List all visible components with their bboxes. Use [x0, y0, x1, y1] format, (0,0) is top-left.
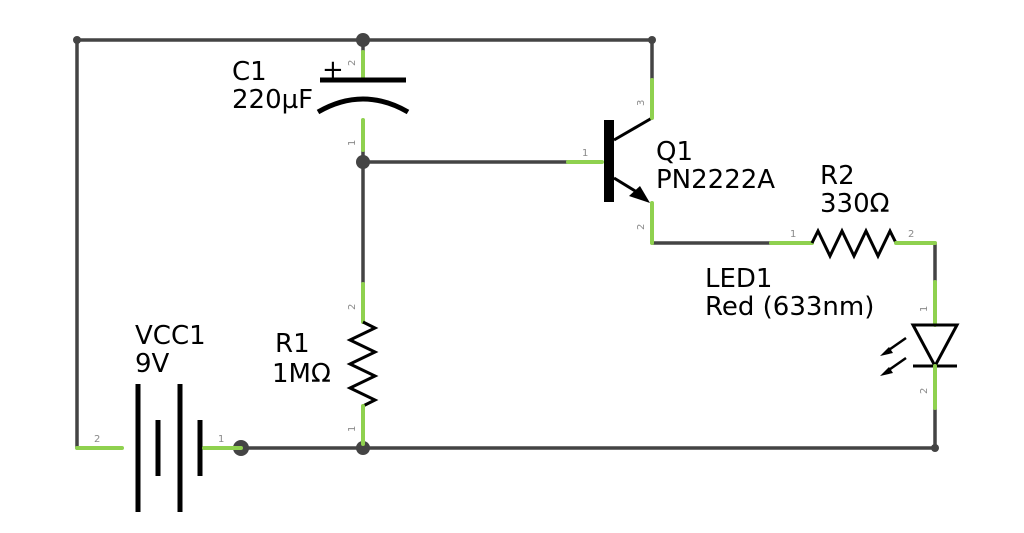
capacitor-c1[interactable]: + 2 1 C1 220µF	[232, 50, 410, 152]
c1-pin-1-number: 1	[347, 140, 358, 146]
r1-name-label: R1	[275, 329, 310, 359]
node-bottom-right	[931, 444, 939, 452]
q1-emitter-pin-number: 2	[636, 224, 647, 230]
q1-value-label: PN2222A	[656, 165, 775, 195]
c1-value-label: 220µF	[232, 85, 313, 115]
transistor-q1[interactable]: 1 3 2 Q1 PN2222A	[566, 78, 775, 245]
node-r1-bottom	[356, 441, 370, 455]
q1-base-pin-number: 1	[582, 148, 588, 159]
led1-light-arrows-icon	[880, 336, 907, 376]
c1-plate-negative	[316, 96, 410, 115]
q1-emitter-arrow	[629, 186, 650, 203]
vcc1-name-label: VCC1	[135, 321, 206, 351]
vcc1-value-label: 9V	[135, 349, 170, 379]
resistor-r2[interactable]: 1 2 R2 330Ω	[769, 161, 937, 260]
resistor-r1[interactable]: 2 1 R1 1MΩ	[272, 282, 379, 446]
battery-vcc1[interactable]: 2 1 VCC1 9V	[75, 321, 243, 512]
r2-zigzag	[810, 227, 898, 260]
q1-name-label: Q1	[656, 137, 693, 167]
junction-nodes	[73, 33, 939, 456]
led1-value-label: Red (633nm)	[705, 292, 874, 322]
r1-value-label: 1MΩ	[272, 359, 331, 389]
q1-collector-leg	[613, 116, 653, 142]
led1-pin-1-number: 1	[919, 306, 930, 312]
r2-value-label: 330Ω	[820, 189, 890, 219]
vcc1-pin-2-number: 2	[94, 434, 100, 445]
r1-pin-1-number: 1	[347, 426, 358, 432]
led1-pin-2-number: 2	[919, 388, 930, 394]
r1-zigzag	[346, 320, 379, 408]
node-top-right	[648, 36, 656, 44]
r2-pin-1-number: 1	[790, 229, 796, 240]
led-led1[interactable]: 1 2 LED1 Red (633nm)	[705, 264, 960, 410]
r1-pin-2-number: 2	[347, 304, 358, 310]
led1-name-label: LED1	[705, 264, 772, 294]
vcc1-pin-1-number: 1	[218, 434, 224, 445]
c1-name-label: C1	[232, 57, 267, 87]
q1-collector-pin-number: 3	[636, 100, 647, 106]
node-top-c1	[356, 33, 370, 47]
r2-name-label: R2	[820, 161, 855, 191]
c1-polarity-mark: +	[322, 55, 344, 85]
node-base-junction	[356, 155, 370, 169]
c1-pin-2-number: 2	[347, 60, 358, 66]
r2-pin-2-number: 2	[908, 229, 914, 240]
node-top-left	[73, 36, 81, 44]
led1-triangle	[910, 323, 960, 370]
